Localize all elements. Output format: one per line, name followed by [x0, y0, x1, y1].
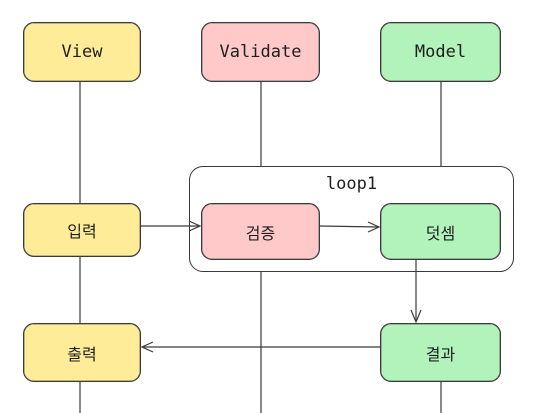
loop-title: loop1 — [325, 174, 378, 194]
step-validate: 검증 — [201, 203, 320, 260]
participant-model: Model — [380, 22, 501, 82]
step-add: 덧셈 — [380, 203, 501, 260]
participant-view: View — [23, 22, 141, 82]
arrow-validate-to-add — [319, 221, 381, 233]
step-input-label: 입력 — [67, 222, 97, 241]
step-result: 결과 — [380, 323, 501, 382]
participant-validate: Validate — [201, 22, 320, 82]
participant-validate-label: Validate — [219, 42, 302, 62]
arrow-input-to-validate — [141, 220, 202, 232]
arrow-add-to-result — [410, 260, 422, 324]
step-output-label: 출력 — [67, 344, 97, 364]
participant-model-label: Model — [414, 42, 467, 62]
step-result-label: 결과 — [425, 344, 456, 364]
step-add-label: 덧셈 — [425, 223, 456, 243]
arrow-result-to-output — [140, 341, 380, 353]
step-validate-label: 검증 — [245, 223, 276, 243]
participant-view-label: View — [61, 42, 103, 62]
step-input: 입력 — [23, 203, 141, 257]
step-output: 출력 — [23, 323, 141, 382]
